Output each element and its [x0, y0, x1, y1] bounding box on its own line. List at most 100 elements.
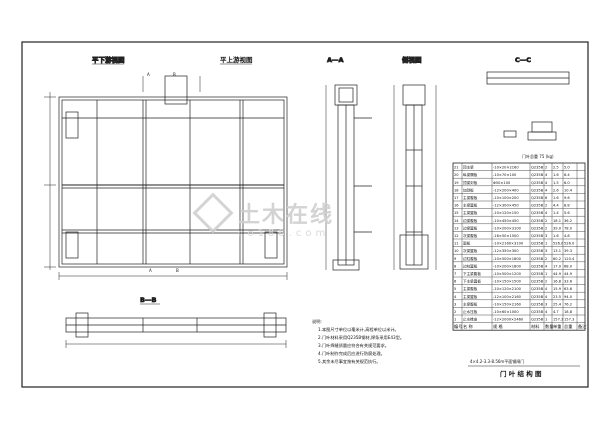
bom-cell: 15: [454, 211, 459, 215]
bom-cell: -10×120×150: [493, 211, 519, 215]
bom-cell: 76.2: [564, 302, 572, 306]
bom-cell: 次梁腹板: [463, 233, 478, 238]
bom-cell: 止水橡皮: [463, 317, 478, 322]
section-cc-view: C—C: [486, 56, 570, 141]
bom-cell: 5.0: [564, 166, 570, 170]
bom-cell: Q235B: [531, 204, 544, 208]
bom-cell: -10×200×1800: [493, 264, 522, 268]
bom-cell: 3: [545, 234, 547, 238]
bom-cell: -12×100×2160: [493, 295, 522, 299]
bom-cell: -10×500×1200: [493, 272, 522, 276]
bom-cell: Q235B: [531, 181, 544, 185]
section-mark-b1: B: [173, 72, 176, 77]
bom-cell: 加劲板: [463, 187, 474, 192]
upper-plan-title: 平上游视图: [220, 55, 253, 64]
bom-cell: 4.4: [553, 204, 559, 208]
bom-cell: 下主梁腹板: [463, 271, 481, 276]
watermark-logo: 土木在线 co188.com: [192, 192, 332, 239]
bom-cell: 157.3: [564, 318, 574, 322]
bom-cell: 1.4: [553, 211, 559, 215]
bom-cell: 顶梁封板: [463, 180, 478, 185]
bom-cell: 44.9: [553, 272, 562, 276]
bom-cell: 2: [545, 226, 547, 230]
bom-cell: Q235B: [531, 318, 544, 322]
bom-cell: 12: [454, 234, 459, 238]
bom-cell: 39.0: [553, 226, 562, 230]
bom-cell: 8: [454, 264, 457, 268]
bom-cell: 60.2: [553, 257, 561, 261]
bom-cell: 526.0: [553, 242, 564, 246]
bom-cell: 1.5: [553, 181, 559, 185]
bom-cell: 7: [454, 272, 456, 276]
note-line: 3.门叶焊缝质量应符合有关规范要求。: [318, 342, 389, 349]
bom-header-cell: 规 格: [493, 323, 504, 330]
project-name: 4×4.2-3.3-8.56m平面钢闸门: [470, 358, 524, 364]
bom-cell: 1.6: [553, 196, 559, 200]
side-view: 侧视图: [393, 55, 437, 270]
bom-cell: 主梁腹板: [463, 301, 478, 306]
bom-cell: -10×450×450: [493, 219, 519, 223]
section-mark-a1: A: [147, 72, 150, 77]
bom-cell: 纵梁隔板: [463, 172, 478, 177]
bom-cell: Q235B: [531, 211, 544, 215]
section-cc-title: C—C: [515, 56, 531, 64]
bom-cell: -12×350×300: [493, 249, 519, 253]
bom-cell: -10×20×2160: [493, 166, 519, 170]
bom-cell: 4: [545, 211, 548, 215]
bom-cell: 18.8: [564, 310, 573, 314]
bom-cell: -10×500×1800: [493, 257, 522, 261]
bom-cell: 78.0: [564, 226, 573, 230]
bom-cell: 94.0: [564, 295, 573, 299]
bom-cell: -12×200×400: [493, 188, 519, 192]
bom-cell: 10.4: [564, 188, 573, 192]
bom-cell: -16×50×1500: [493, 234, 519, 238]
bom-cell: Q235B: [531, 310, 544, 314]
bom-cell: 5.6: [564, 211, 570, 215]
notes-heading: 说明:: [312, 318, 322, 325]
bom-cell: 边梁腹板: [463, 218, 478, 223]
bom-cell: -10×70×100: [493, 173, 517, 177]
bom-cell: 36.2: [564, 219, 572, 223]
bom-cell: 次梁翼板: [463, 248, 478, 253]
bom-cell: 15.9: [553, 287, 562, 291]
bom-cell: 4.8: [564, 234, 570, 238]
bom-cell: 2: [545, 280, 547, 284]
bom-cell: 4: [545, 264, 548, 268]
bom-cell: 主梁腹板: [463, 286, 478, 291]
bom-cell: Q235B: [531, 280, 544, 284]
bom-header-cell: 名 称: [463, 323, 473, 330]
bom-cell: -10×150×2160: [493, 302, 522, 306]
section-mark-b2: B: [176, 268, 179, 273]
bom-cell: 21: [454, 166, 459, 170]
bom-cell: 25.4: [553, 302, 562, 306]
bom-cell: Q235B: [531, 302, 544, 306]
bom-cell: Φ50×100: [493, 181, 511, 185]
bom-cell: 44.9: [564, 272, 573, 276]
section-aa-title: A—A: [327, 56, 344, 64]
bom-cell: 16: [454, 204, 459, 208]
bom-header-cell: 材料: [531, 323, 540, 330]
bom-cell: 6: [545, 196, 548, 200]
bom-cell: Q235B: [531, 219, 544, 223]
bom-cell: 20: [454, 173, 459, 177]
bom-cell: Q235B: [531, 173, 544, 177]
bom-cell: 边梁翼板: [463, 225, 478, 230]
bom-cell: 2: [545, 204, 547, 208]
bom-cell: 1: [545, 272, 547, 276]
bom-cell: 1: [545, 318, 547, 322]
bom-cell: 面板: [463, 241, 471, 246]
drawing-title: 门 叶 结 构 图: [500, 369, 542, 378]
bom-cell: 6: [454, 280, 457, 284]
note-line: 1.本图尺寸单位以毫米计,高程单位以米计。: [318, 326, 399, 333]
bom-cell: 4: [545, 287, 548, 291]
bom-cell: 6.0: [564, 181, 570, 185]
bom-cell: 11: [454, 242, 459, 246]
bom-cell: 3: [545, 249, 547, 253]
bom-cell: 63.6: [564, 287, 573, 291]
bom-cell: 18: [454, 188, 459, 192]
bom-cell: Q235B: [531, 226, 544, 230]
bom-cell: 18.1: [553, 219, 561, 223]
bom-header-cell: 总重: [564, 323, 572, 329]
lower-plan-view: 平下游视图: [44, 55, 288, 280]
